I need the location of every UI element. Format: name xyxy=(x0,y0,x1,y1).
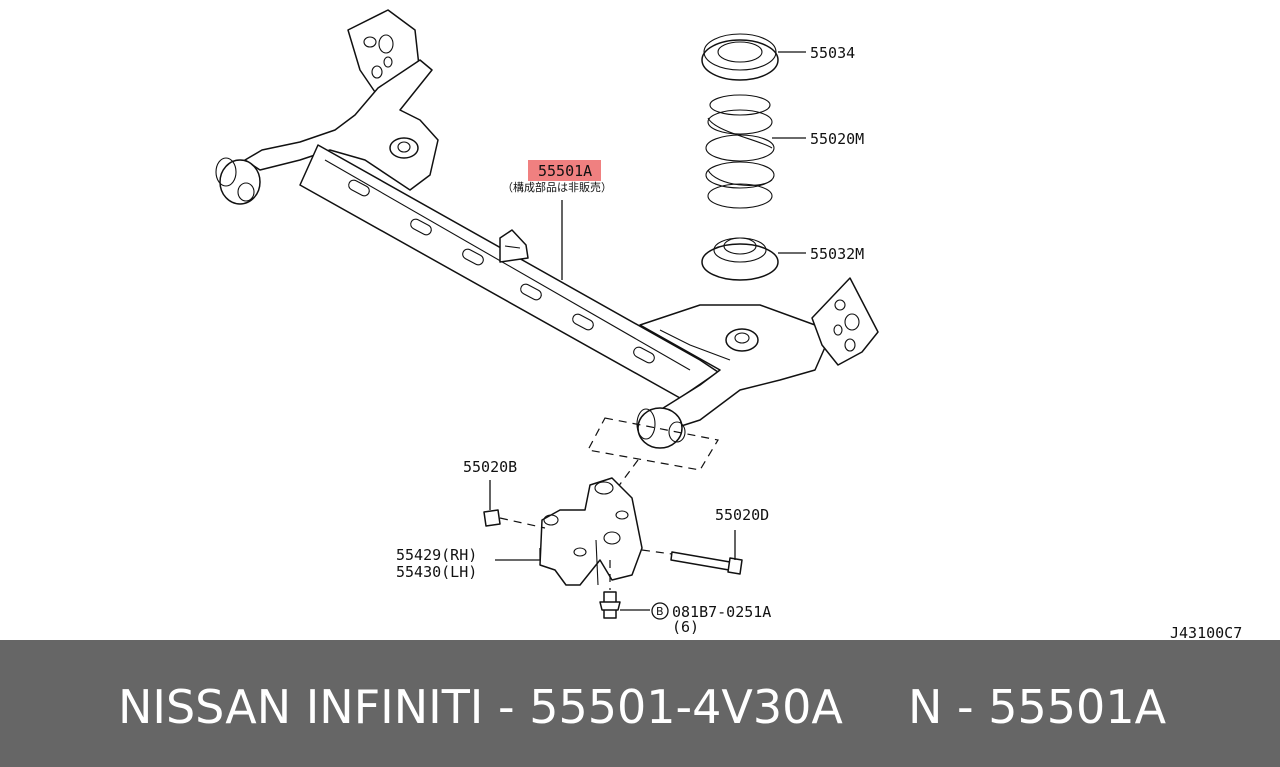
bushing-envelope xyxy=(587,417,719,471)
rear-axle-beam xyxy=(215,9,879,449)
label-55501a[interactable]: 55501A xyxy=(538,162,592,180)
label-55034[interactable]: 55034 xyxy=(810,44,855,62)
footer-bar: NISSAN INFINITI - 55501-4V30A N - 55501A xyxy=(0,640,1280,767)
label-081b7[interactable]: 081B7-0251A xyxy=(672,603,771,621)
label-55032m[interactable]: 55032M xyxy=(810,245,864,263)
footer-diagram-ref: N - 55501A xyxy=(908,680,1167,734)
part-highlight xyxy=(528,160,601,181)
coil-spring-55020m xyxy=(705,94,806,209)
bolt-55020d xyxy=(641,530,743,575)
bolt-081b7 xyxy=(599,560,669,620)
label-55020m[interactable]: 55020M xyxy=(810,130,864,148)
note-not-sold-separately: （構成部品は非販売） xyxy=(502,180,612,194)
label-55429[interactable]: 55429(RH) xyxy=(396,546,477,564)
label-55020b[interactable]: 55020B xyxy=(463,458,517,476)
parts-diagram: 55034 55020M 55032M 55501A （構成部品は非販売） 55… xyxy=(215,9,1242,640)
bolt-marker: B xyxy=(656,605,664,618)
lower-seat-55032m xyxy=(701,237,806,281)
label-55020d[interactable]: 55020D xyxy=(715,506,769,524)
bolt-quantity: (6) xyxy=(672,618,699,636)
label-55430[interactable]: 55430(LH) xyxy=(396,563,477,581)
upper-insulator-55034 xyxy=(701,33,806,81)
nut-55020b xyxy=(483,480,546,529)
footer-part-number: NISSAN INFINITI - 55501-4V30A xyxy=(118,680,843,734)
mount-bracket xyxy=(539,477,643,586)
drawing-id: J43100C7 xyxy=(1170,624,1242,640)
